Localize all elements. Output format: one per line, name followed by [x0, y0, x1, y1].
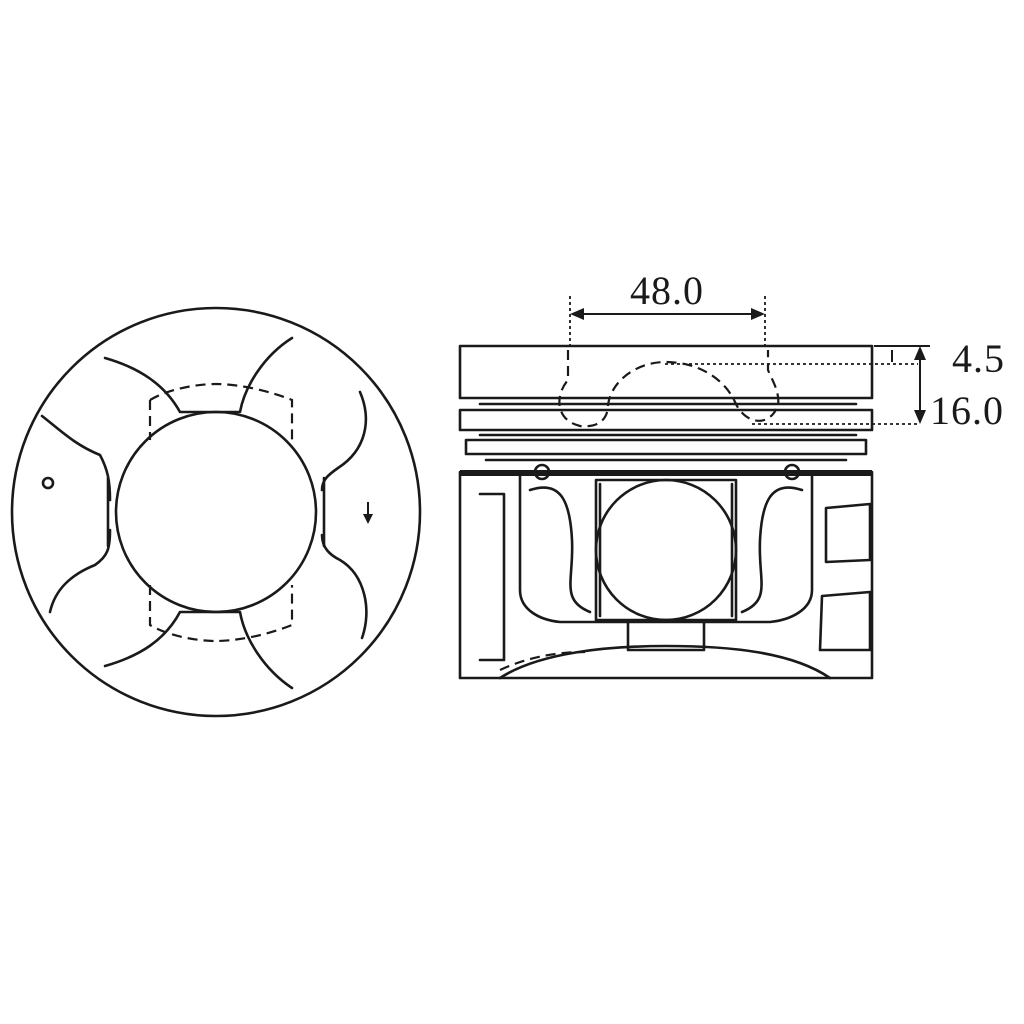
valve-relief-top-left	[103, 336, 294, 414]
pin-boss-left	[518, 474, 814, 624]
ring-land-2	[464, 438, 868, 456]
bowl-profile-hidden	[558, 350, 780, 428]
pin-boss-hidden-top	[148, 382, 294, 440]
skirt-left-inner	[478, 492, 506, 662]
piston-side-view	[458, 344, 918, 680]
skirt-bottom-arc	[498, 644, 832, 680]
dim-label-48: 48.0	[630, 268, 704, 313]
oil-hole-left	[533, 463, 551, 481]
piston-outer-circle	[10, 306, 422, 718]
valve-relief-right-upper	[320, 390, 368, 492]
dimension-bowl-diameter: 48.0	[569, 268, 766, 350]
valve-relief-bottom	[103, 610, 294, 690]
skirt-window-upper	[824, 502, 872, 564]
bowl-depth-hidden	[665, 363, 918, 425]
skirt-top-band	[460, 470, 872, 476]
piston-crown	[458, 344, 874, 400]
combustion-bowl-rim	[106, 476, 326, 548]
oil-hole-right	[783, 463, 801, 481]
lower-boss	[626, 620, 706, 652]
skirt-bottom-hidden	[499, 650, 586, 671]
skirt-window-lower	[818, 590, 872, 652]
dim-label-4-5: 4.5	[952, 336, 1005, 381]
pin-boss-inner	[528, 486, 804, 614]
dimension-depths: 4.5 16.0	[874, 336, 1005, 433]
piston-top-view	[10, 306, 422, 718]
valve-relief-left-lower	[48, 528, 112, 614]
valve-relief-right-lower	[320, 533, 368, 640]
piston-pin-bore	[594, 478, 738, 622]
ring-land-1	[458, 408, 874, 432]
dim-label-16-0: 16.0	[930, 388, 1004, 433]
marker-hole	[41, 476, 55, 490]
pin-boss-hidden-bottom	[148, 585, 294, 643]
combustion-bowl-inner	[114, 410, 318, 614]
direction-arrow-icon	[363, 502, 373, 524]
